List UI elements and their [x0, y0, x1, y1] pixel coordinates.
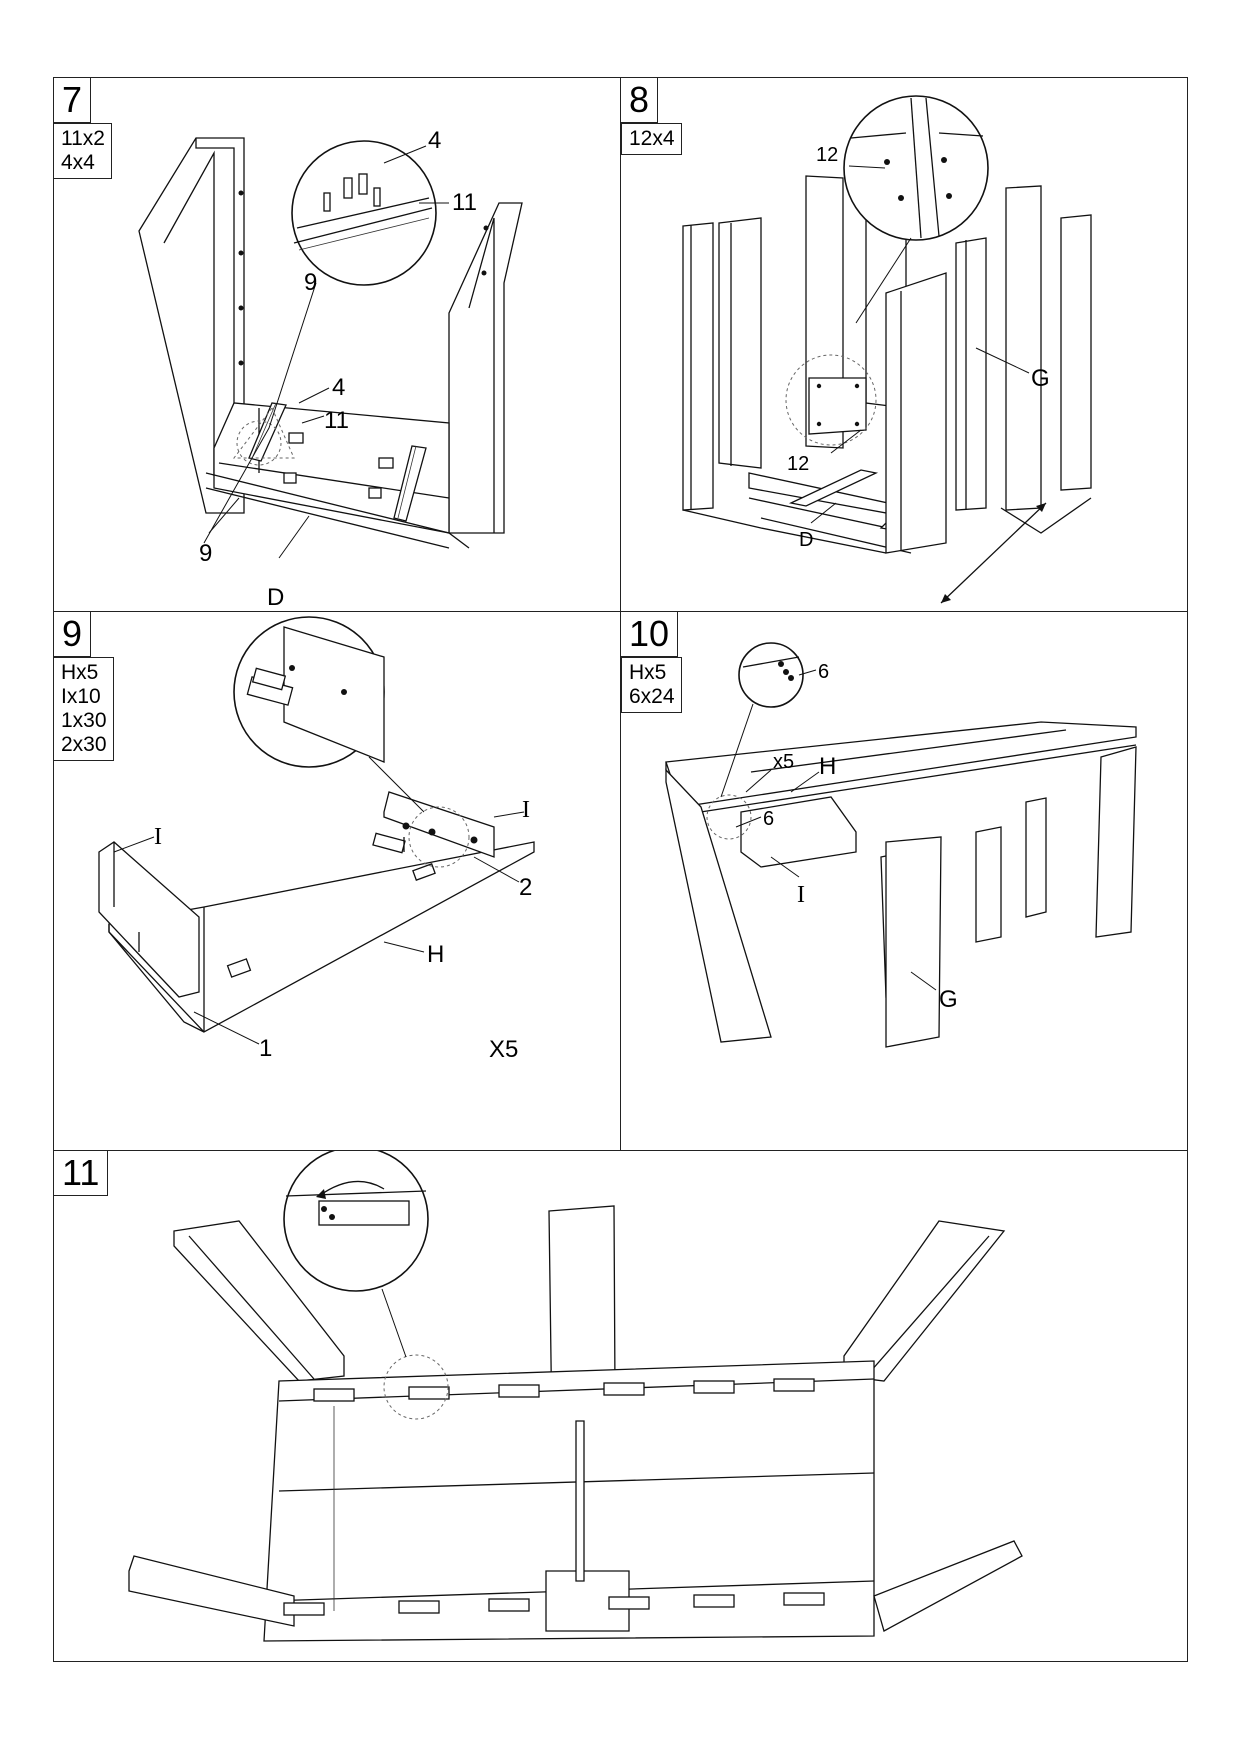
- step-8-panel: 12 G 12 D 8 12x4: [621, 78, 1187, 612]
- step-10-label-H: H: [819, 753, 836, 780]
- step-11-number: 11: [54, 1151, 109, 1196]
- step-7-part-2: 4x4: [61, 151, 95, 174]
- step-9-part-3: 1x30: [61, 709, 107, 732]
- step-8-label-D: D: [799, 529, 813, 551]
- step-9-label-X5: X5: [489, 1036, 518, 1063]
- step-11-panel: 11: [54, 1151, 1187, 1661]
- step-8-label-12-top: 12: [816, 144, 838, 166]
- step-7-panel: 4 11 9 4 11 9 D 7 11x2 4x4: [54, 78, 621, 612]
- step-10-number: 10: [621, 612, 679, 657]
- step-9-label-I-left: I: [154, 824, 162, 850]
- step-11-hinges-top: [313, 1378, 815, 1402]
- step-9-drawing: I I 2 H 1 X5: [98, 616, 535, 1063]
- step-10-part-2: 6x24: [629, 685, 675, 708]
- step-9-part-2: Ix10: [61, 685, 101, 708]
- step-7-label-9-bottom: 9: [199, 540, 212, 567]
- step-8-part-1: 12x4: [629, 127, 675, 150]
- step-10-label-6-top: 6: [818, 661, 829, 683]
- step-9-parts-list: Hx5 Ix10 1x30 2x30: [54, 657, 114, 761]
- step-10-part-1: Hx5: [629, 661, 667, 684]
- step-7-label-4-top: 4: [428, 127, 441, 154]
- step-7-label-9-top: 9: [304, 269, 317, 296]
- step-7-part-1: 11x2: [61, 127, 105, 150]
- step-9-label-I-right: I: [522, 797, 530, 823]
- step-8-label-12-bottom: 12: [787, 453, 809, 475]
- step-8-drawing: 12 G 12 D: [682, 95, 1092, 604]
- step-9-panel: I I 2 H 1 X5 9 Hx5 Ix10 1x30 2x30: [54, 612, 621, 1151]
- step-7-label-D: D: [267, 584, 284, 611]
- step-7-label-11-top: 11: [452, 189, 477, 216]
- step-9-number: 9: [54, 612, 92, 657]
- step-11-drawing: [128, 1151, 1023, 1642]
- step-9-label-H: H: [427, 941, 444, 968]
- instruction-sheet: 4 11 9 4 11 9 D 7 11x2 4x4: [53, 77, 1188, 1662]
- step-7-parts-list: 11x2 4x4: [54, 123, 112, 179]
- step-7-label-4-mid: 4: [332, 374, 345, 401]
- step-7-drawing: 4 11 9 4 11 9 D: [138, 127, 523, 611]
- step-9-label-1: 1: [259, 1035, 272, 1062]
- step-10-panel: 6 x5 H 6 I G 10 Hx5 6x24: [621, 612, 1187, 1151]
- step-10-parts-list: Hx5 6x24: [621, 657, 682, 713]
- step-10-label-x5: x5: [773, 751, 794, 773]
- step-7-label-11-mid: 11: [324, 407, 349, 434]
- step-8-number: 8: [621, 78, 659, 123]
- step-10-drawing: 6 x5 H 6 I G: [665, 642, 1137, 1048]
- step-11-hinges-bottom: [283, 1592, 825, 1616]
- step-9-part-4: 2x30: [61, 733, 107, 756]
- step-8-label-G: G: [1031, 365, 1050, 392]
- step-10-label-6-mid: 6: [763, 808, 774, 830]
- step-10-label-G: G: [939, 986, 958, 1013]
- step-9-part-1: Hx5: [61, 661, 99, 684]
- step-10-label-I: I: [797, 882, 805, 908]
- step-9-label-2: 2: [519, 874, 532, 901]
- step-8-parts-list: 12x4: [621, 123, 682, 155]
- step-7-number: 7: [54, 78, 92, 123]
